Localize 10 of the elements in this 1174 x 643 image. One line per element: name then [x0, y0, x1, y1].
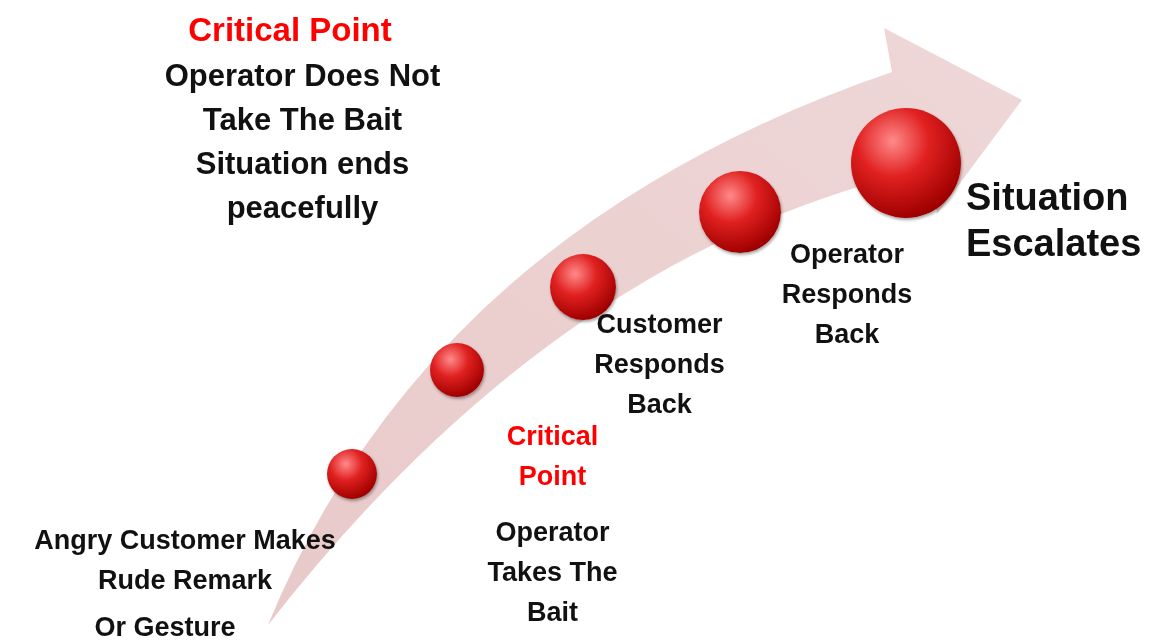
text-label: Critical Point [187, 10, 393, 50]
text-label: Situation Escalates [966, 175, 1143, 266]
text-label: Operator Does Not Take The Bait [163, 57, 442, 139]
text-label: Or Gesture [93, 611, 237, 643]
text-label: Situation ends peacefully [194, 145, 411, 227]
text-label: Operator Takes The Bait [486, 516, 619, 629]
text-label: Customer Responds Back [593, 308, 726, 421]
text-label: Operator Responds Back [780, 238, 914, 351]
text-label: Critical Point [505, 420, 600, 493]
text-label: Angry Customer Makes Rude Remark [33, 524, 337, 597]
